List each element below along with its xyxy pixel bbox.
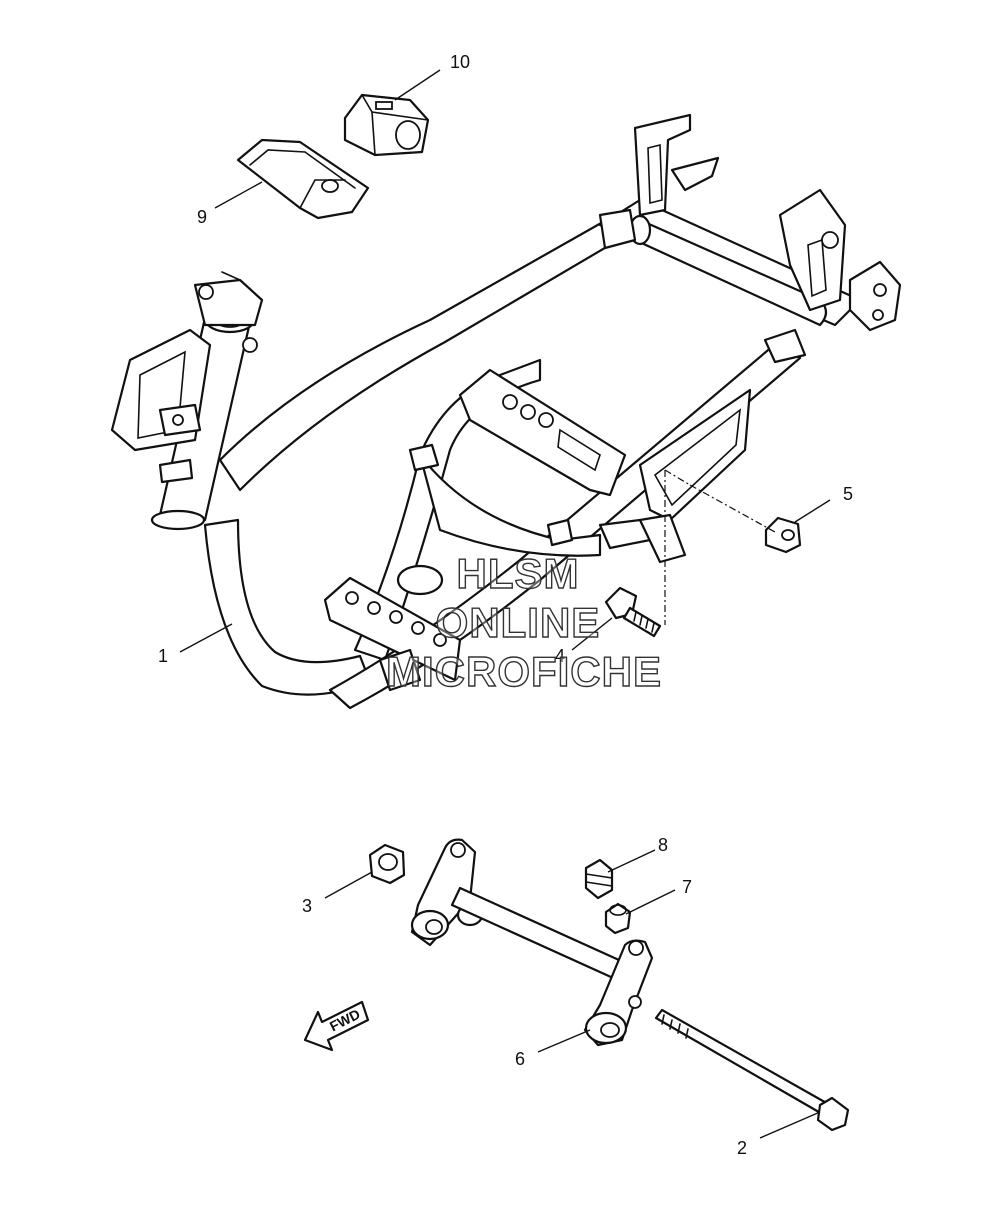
- spring-part-8: [584, 858, 614, 900]
- callout-6: 6: [515, 1049, 525, 1069]
- callout-1: 1: [158, 646, 168, 666]
- callout-4: 4: [555, 646, 565, 666]
- long-bolt-part-2: [654, 1008, 850, 1132]
- callout-8: 8: [658, 835, 668, 855]
- callout-2: 2: [737, 1138, 747, 1158]
- collar-part-3: [368, 843, 406, 885]
- callout-5: 5: [843, 484, 853, 504]
- callout-10: 10: [450, 52, 470, 72]
- forward-arrow-icon: FWD: [303, 1000, 370, 1052]
- watermark-line-3: MICROFICHE: [386, 648, 662, 695]
- bolt-part-4: [604, 586, 662, 638]
- collar-part-7: [604, 902, 632, 935]
- callout-7: 7: [682, 877, 692, 897]
- watermark-line-1: HLSM: [457, 550, 580, 597]
- main-frame: [110, 113, 902, 710]
- main-stand-part-6: [410, 838, 654, 1047]
- callout-9: 9: [197, 207, 207, 227]
- nut-part-5: [764, 516, 802, 554]
- pad-cover-part: [236, 138, 370, 220]
- bracket-block-part: [343, 93, 430, 157]
- watermark: HLSM ONLINE MICROFICHE: [385, 549, 662, 695]
- watermark-line-2: ONLINE: [436, 599, 601, 646]
- callout-3: 3: [302, 896, 312, 916]
